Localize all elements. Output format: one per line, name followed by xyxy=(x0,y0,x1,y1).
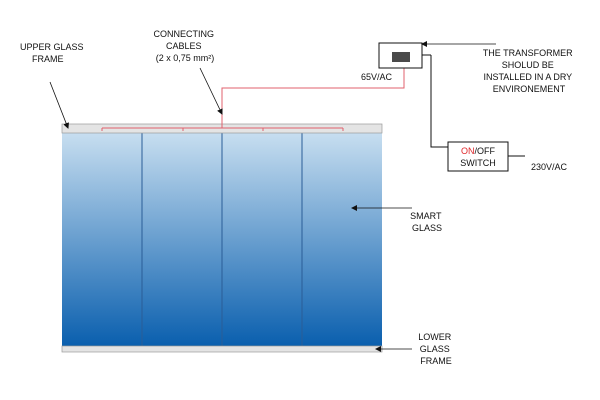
switch-on-text: ON xyxy=(461,146,475,156)
upper-glass-frame-label: UPPER GLASS FRAME xyxy=(20,42,86,64)
on-off-switch xyxy=(447,141,509,172)
lower-glass-frame xyxy=(61,345,383,353)
switch-top-label: ON/OFF xyxy=(461,146,495,156)
cables-leader xyxy=(199,67,223,115)
switch-off-text: /OFF xyxy=(475,146,496,156)
mains-voltage-label: 230V/AC xyxy=(531,162,568,172)
transformer-core xyxy=(392,52,410,62)
switch-bottom-label: SWITCH xyxy=(460,158,496,168)
mains-wire xyxy=(430,55,448,148)
connecting-cables-label: CONNECTING CABLES (2 x 0,75 mm²) xyxy=(153,29,216,63)
transformer-voltage-label: 65V/AC xyxy=(361,72,393,82)
upper-frame-leader xyxy=(49,81,69,129)
smart-glass-label: SMART GLASS xyxy=(410,211,444,233)
transformer-note: THE TRANSFORMER SHOLUD BE INSTALLED IN A… xyxy=(483,48,575,94)
connecting-cable xyxy=(221,68,405,128)
lower-glass-frame-label: LOWER GLASS FRAME xyxy=(418,332,454,366)
